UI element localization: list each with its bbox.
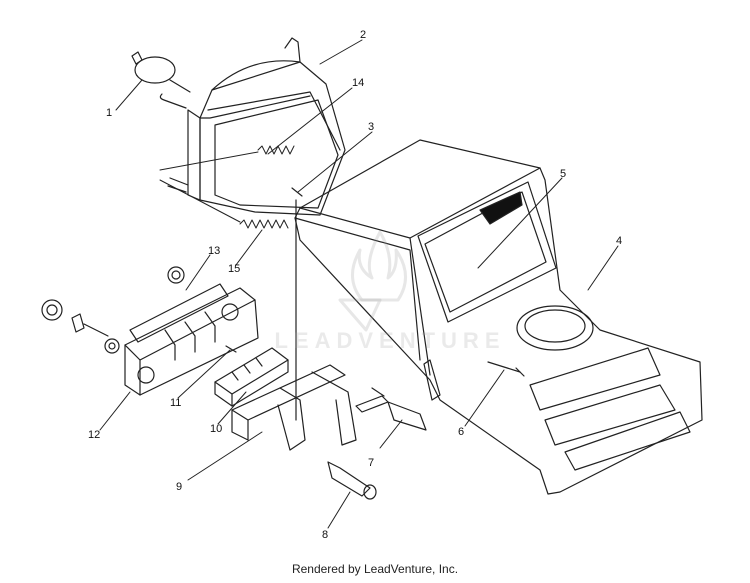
- callout-3: 3: [368, 121, 374, 133]
- headlight-housing: [159, 37, 346, 216]
- callout-9: 9: [176, 481, 182, 493]
- watermark-text: LEADVENTURE: [274, 328, 506, 353]
- callout-13: 13: [208, 245, 220, 257]
- callout-labels: 1 2 14 3 5 4 13 15 11 10 12 6 7 9 8: [88, 29, 622, 541]
- bolt-part-6: [487, 361, 525, 377]
- callout-15: 15: [228, 263, 240, 275]
- callout-10: 10: [210, 423, 222, 435]
- callout-2: 2: [360, 29, 366, 41]
- ignition-key: [41, 299, 120, 354]
- callout-5: 5: [560, 168, 566, 180]
- watermark-logo: [338, 230, 407, 332]
- switch-bracket: [124, 266, 259, 396]
- callout-8: 8: [322, 529, 328, 541]
- callout-7: 7: [368, 457, 374, 469]
- switch-block: [214, 345, 289, 407]
- callout-4: 4: [616, 235, 622, 247]
- watermark: LEADVENTURE: [270, 228, 510, 358]
- spring-lower: [159, 179, 289, 229]
- dash-hood: [294, 139, 703, 495]
- callout-14: 14: [352, 77, 364, 89]
- leader-lines: [99, 39, 619, 529]
- socket-part-8: [327, 461, 377, 500]
- callout-6: 6: [458, 426, 464, 438]
- callout-11: 11: [170, 397, 181, 409]
- screw-part-3: [291, 187, 303, 421]
- connector-part-7: [355, 387, 427, 431]
- headlight-bulb: [131, 51, 191, 93]
- callout-12: 12: [88, 429, 100, 441]
- callout-1: 1: [106, 107, 112, 119]
- spring-upper: [159, 145, 295, 171]
- footer-credit: Rendered by LeadVenture, Inc.: [291, 562, 459, 576]
- mount-bracket-part-9: [231, 364, 357, 451]
